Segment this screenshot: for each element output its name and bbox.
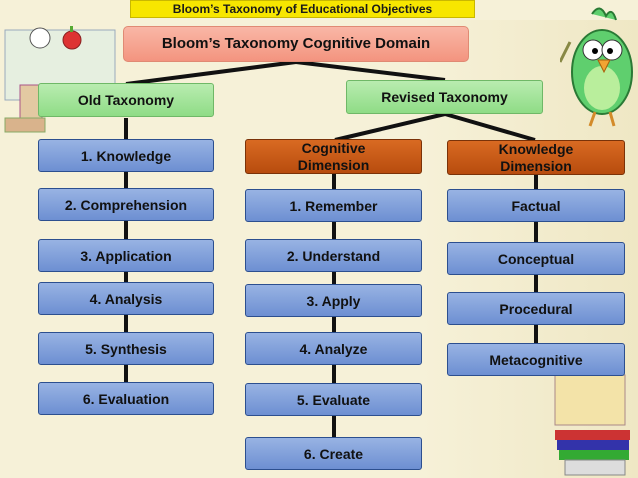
line-revised-knowledge [444,112,536,142]
knowledge-dimension-node: Knowledge Dimension [447,140,625,175]
cognitive-label-line1: Cognitive [301,139,366,156]
knowledge-label-line1: Knowledge [498,140,574,157]
cognitive-dimension-node: Cognitive Dimension [245,139,422,174]
school-clipart-icon [4,26,116,133]
knowledge-label-line2: Dimension [500,157,572,174]
books-clipart-icon [554,374,630,476]
old-taxonomy-node: Old Taxonomy [38,83,214,117]
cognitive-item-create: 6. Create [245,437,422,470]
old-item-application: 3. Application [38,239,214,272]
cognitive-item-understand: 2. Understand [245,239,422,272]
bird-mascot-icon [560,7,633,127]
knowledge-item-factual: Factual [447,189,625,222]
old-item-comprehension: 2. Comprehension [38,188,214,221]
line-root-old [125,60,297,86]
line-root-revised [295,60,446,82]
knowledge-item-conceptual: Conceptual [447,242,625,275]
knowledge-item-metacognitive: Metacognitive [447,343,625,376]
old-item-synthesis: 5. Synthesis [38,332,214,365]
old-item-knowledge: 1. Knowledge [38,139,214,172]
root-node: Bloom’s Taxonomy Cognitive Domain [123,26,469,62]
cognitive-item-apply: 3. Apply [245,284,422,317]
old-item-evaluation: 6. Evaluation [38,382,214,415]
cognitive-label-line2: Dimension [297,156,370,173]
cognitive-item-remember: 1. Remember [245,189,422,222]
line-revised-cognitive [334,112,446,142]
knowledge-item-procedural: Procedural [447,292,625,325]
old-item-analysis: 4. Analysis [38,282,214,315]
cognitive-item-analyze: 4. Analyze [245,332,422,365]
page-title: Bloom’s Taxonomy of Educational Objectiv… [130,0,475,18]
revised-taxonomy-node: Revised Taxonomy [346,80,543,114]
cognitive-item-evaluate: 5. Evaluate [245,383,422,416]
